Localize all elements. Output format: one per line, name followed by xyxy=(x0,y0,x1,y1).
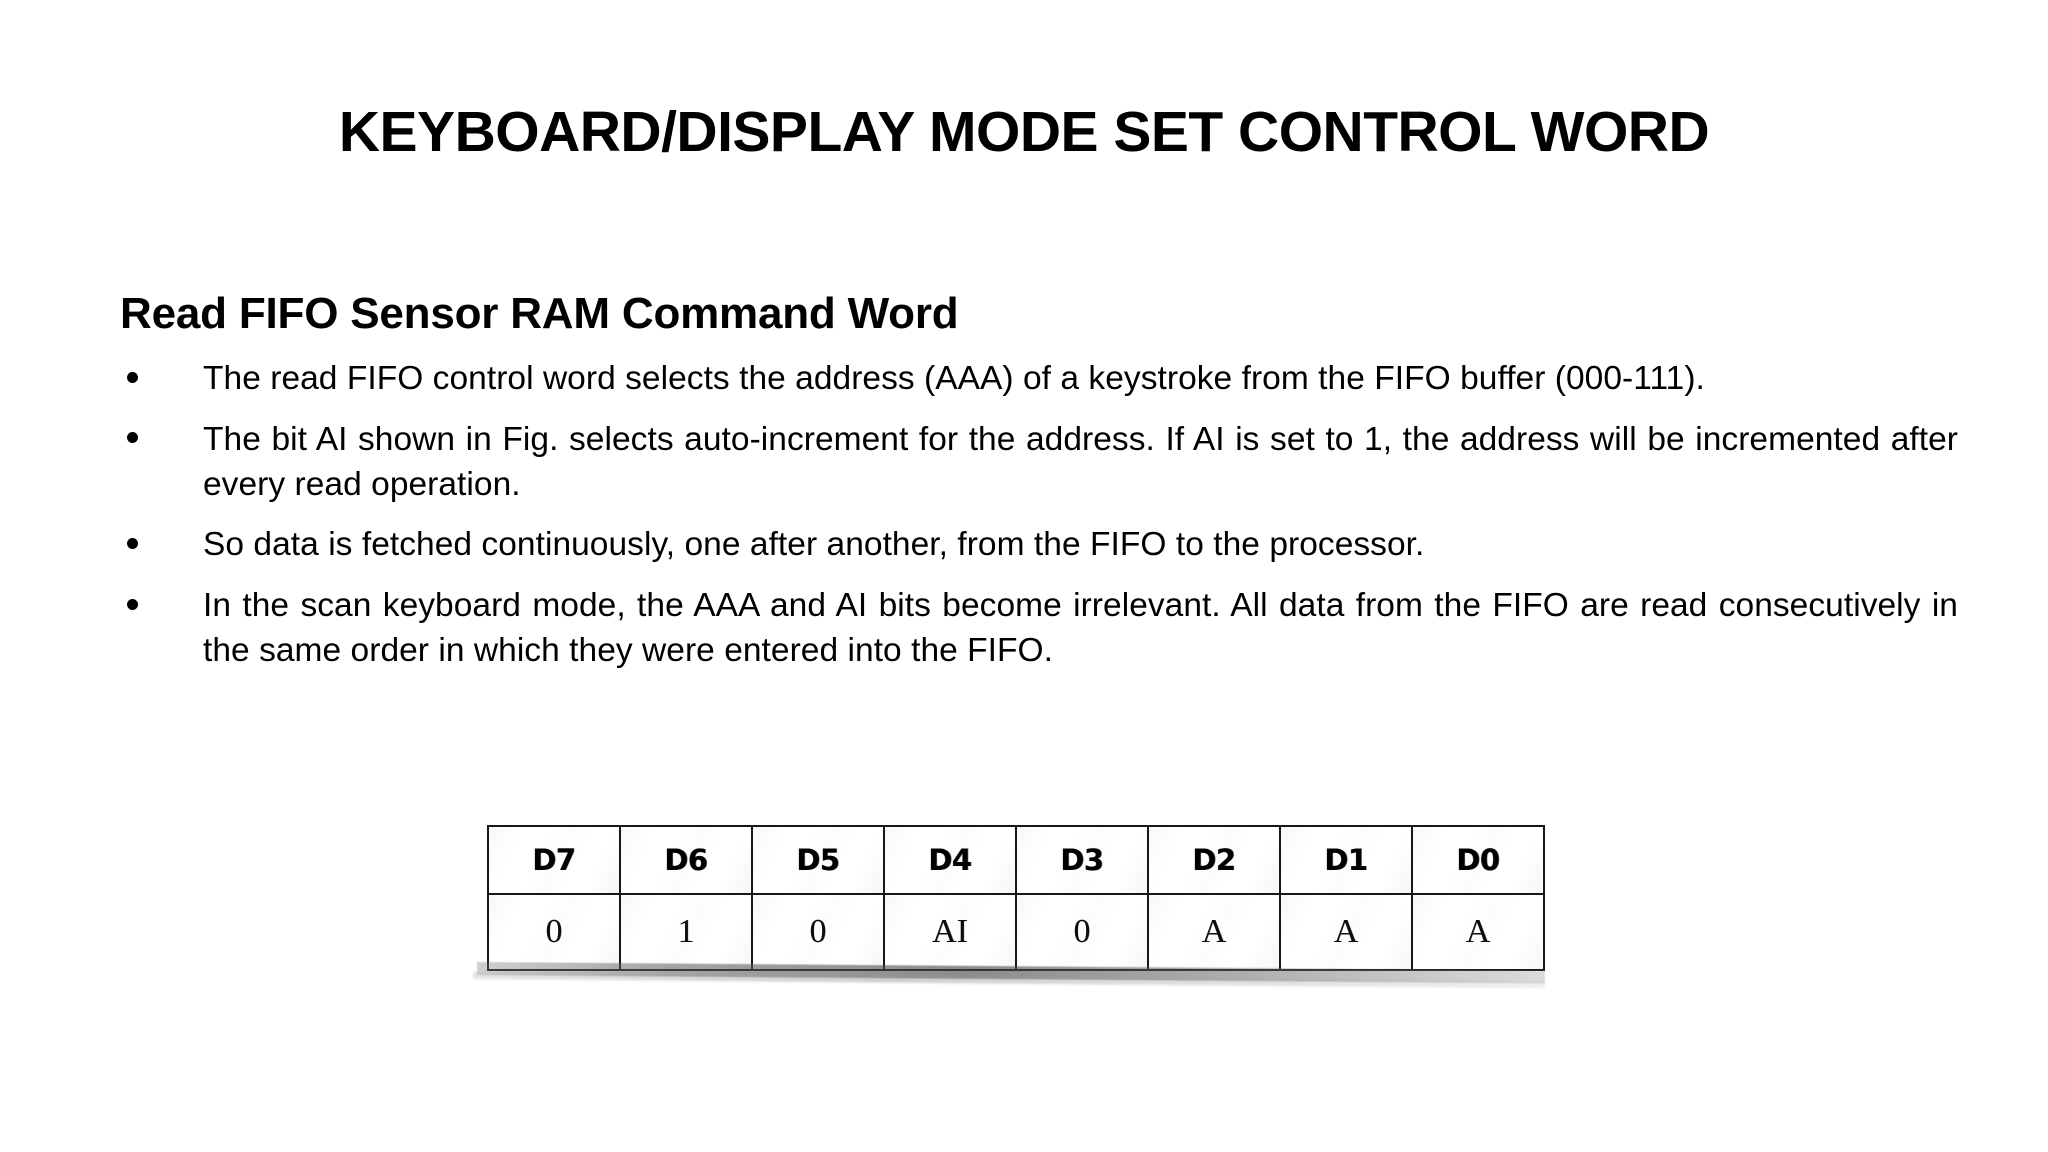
bullet-dot-icon xyxy=(127,432,138,444)
list-item: The bit AI shown in Fig. selects auto-in… xyxy=(120,418,1958,508)
table-row-headers: D7 D6 D5 D4 D3 D2 D1 D0 xyxy=(487,825,1545,895)
table-header-cell: D5 xyxy=(751,825,885,895)
table-header-cell: D0 xyxy=(1411,825,1545,895)
table-value-cell: 0 xyxy=(487,893,621,971)
table-header-cell: D1 xyxy=(1279,825,1413,895)
list-item: In the scan keyboard mode, the AAA and A… xyxy=(120,584,1958,674)
table-row-values: 0 1 0 AI 0 A A A xyxy=(487,893,1545,971)
table-value-cell: 0 xyxy=(1015,893,1149,971)
table-value-cell: 0 xyxy=(751,893,885,971)
table-header-cell: D7 xyxy=(487,825,621,895)
section-heading: Read FIFO Sensor RAM Command Word xyxy=(120,289,959,338)
slide-body: Read FIFO Sensor RAM Command Word The re… xyxy=(120,288,1958,674)
table-header-cell: D6 xyxy=(619,825,753,895)
bit-field-figure: D7 D6 D5 D4 D3 D2 D1 D0 0 1 0 AI 0 A A A xyxy=(472,814,1553,995)
table-value-cell: 1 xyxy=(619,893,753,971)
table-header-cell: D4 xyxy=(883,825,1017,895)
list-item: The read FIFO control word selects the a… xyxy=(120,357,1958,402)
bullet-list: The read FIFO control word selects the a… xyxy=(120,357,1958,674)
bullet-dot-icon xyxy=(127,599,138,611)
table-value-cell: A xyxy=(1279,893,1413,971)
list-item-text: So data is fetched continuously, one aft… xyxy=(203,526,1425,564)
table-header-cell: D2 xyxy=(1147,825,1281,895)
bullet-dot-icon xyxy=(127,538,138,550)
table-value-cell: A xyxy=(1411,893,1545,971)
list-item: So data is fetched continuously, one aft… xyxy=(120,523,1958,568)
table-value-cell: AI xyxy=(883,893,1017,971)
list-item-text: The bit AI shown in Fig. selects auto-in… xyxy=(203,420,1958,503)
page-title: KEYBOARD/DISPLAY MODE SET CONTROL WORD xyxy=(338,100,1710,164)
table-value-cell: A xyxy=(1147,893,1281,971)
bit-field-table: D7 D6 D5 D4 D3 D2 D1 D0 0 1 0 AI 0 A A A xyxy=(487,825,1545,971)
list-item-text: In the scan keyboard mode, the AAA and A… xyxy=(203,587,1958,670)
list-item-text: The read FIFO control word selects the a… xyxy=(203,359,1705,397)
bullet-dot-icon xyxy=(127,371,138,383)
table-header-cell: D3 xyxy=(1015,825,1149,895)
